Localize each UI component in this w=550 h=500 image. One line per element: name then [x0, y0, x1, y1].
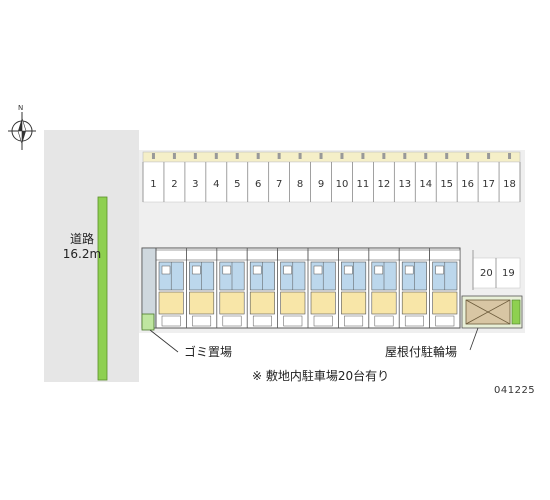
car-stop	[382, 153, 386, 159]
compass-north-label: N	[18, 104, 23, 112]
parking-note: ※ 敷地内駐車場20台有り	[252, 369, 390, 383]
parking-space-4: 4	[213, 179, 219, 190]
parking-space-17: 17	[482, 179, 495, 190]
parking-space-12: 12	[377, 179, 390, 190]
bicycle-parking-label: 屋根付駐輪場	[385, 345, 458, 359]
car-stop	[319, 153, 323, 159]
unit	[307, 248, 339, 328]
parking-space-13: 13	[398, 179, 411, 190]
parking-space-10: 10	[336, 179, 349, 190]
car-stop	[193, 153, 197, 159]
garbage-area	[141, 313, 155, 331]
car-stop	[256, 153, 260, 159]
garbage-label: ゴミ置場	[184, 345, 233, 359]
parking-space-8: 8	[297, 179, 303, 190]
road-width: 16.2m	[62, 247, 102, 261]
unit	[398, 248, 430, 328]
car-stop	[235, 153, 239, 159]
parking-space-9: 9	[318, 179, 324, 190]
road	[44, 130, 139, 382]
parking-space-7: 7	[276, 179, 282, 190]
car-stop	[466, 153, 470, 159]
car-stop	[424, 153, 428, 159]
road-hedge	[97, 196, 108, 381]
unit	[368, 248, 400, 328]
unit	[337, 248, 370, 328]
road-label: 道路 16.2m	[62, 232, 102, 262]
car-stop	[151, 153, 155, 159]
unit	[277, 248, 309, 328]
bicycle-leader-line	[469, 327, 479, 351]
unit	[185, 248, 218, 328]
car-stop	[445, 153, 449, 159]
car-stop	[298, 153, 302, 159]
parking-space-16: 16	[461, 179, 474, 190]
parking-space-5: 5	[234, 179, 240, 190]
apartment-building	[141, 247, 461, 329]
parking-space-1: 1	[150, 179, 156, 190]
north-compass-icon: N	[8, 104, 36, 150]
parking-space-2: 2	[171, 179, 177, 190]
car-stop	[403, 153, 407, 159]
parking-space-3: 3	[192, 179, 198, 190]
parking-space-20: 20	[480, 268, 493, 279]
unit	[216, 248, 248, 328]
property-code: 041225	[494, 385, 536, 396]
parking-space-19: 19	[502, 268, 515, 279]
parking-lot-right: 20 19	[472, 250, 521, 290]
unit	[155, 248, 187, 328]
unit	[429, 248, 461, 328]
parking-space-14: 14	[419, 179, 432, 190]
road-name: 道路	[69, 232, 94, 246]
car-stop	[277, 153, 281, 159]
parking-space-6: 6	[255, 179, 261, 190]
car-stop	[340, 153, 344, 159]
covered-bicycle-parking	[461, 295, 523, 329]
parking-space-18: 18	[503, 179, 516, 190]
car-stop	[214, 153, 218, 159]
car-stop	[361, 153, 365, 159]
car-stop	[508, 153, 512, 159]
parking-space-15: 15	[440, 179, 453, 190]
unit	[246, 248, 278, 328]
car-stop	[172, 153, 176, 159]
parking-space-11: 11	[357, 179, 370, 190]
car-stop	[487, 153, 491, 159]
garbage-leader-line	[149, 329, 179, 353]
